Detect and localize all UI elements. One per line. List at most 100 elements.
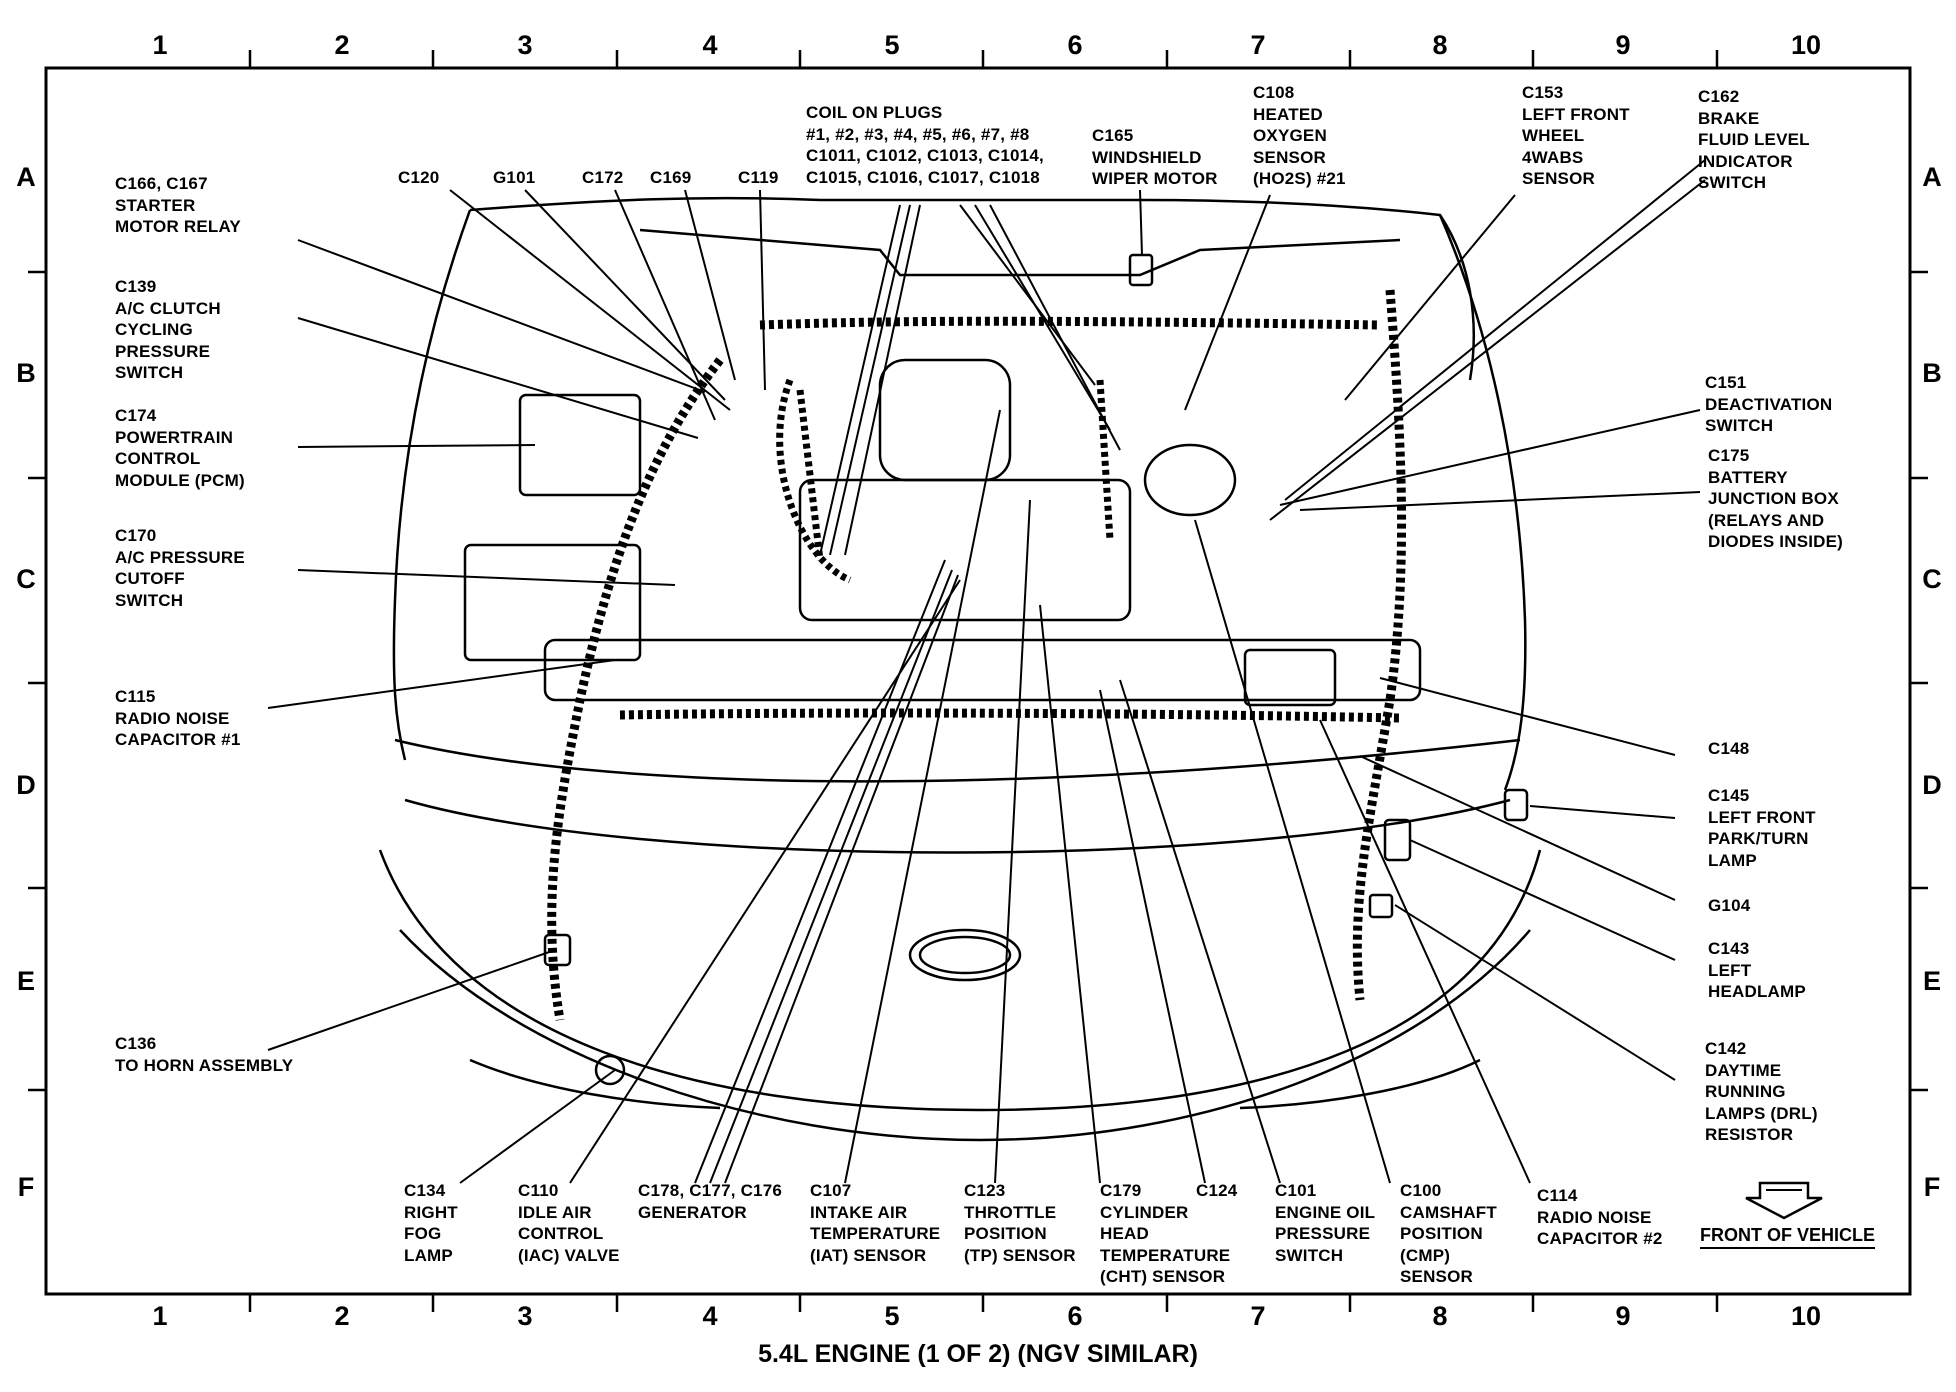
grid-column-top-6: 6 [1067,30,1083,60]
grid-column-bottom-6: 6 [1067,1301,1083,1331]
grid-row-right-C: C [1922,564,1942,594]
diagram-title: 5.4L ENGINE (1 OF 2) (NGV SIMILAR) [758,1340,1198,1368]
grid-column-top-2: 2 [334,30,350,60]
grid-column-top-9: 9 [1615,30,1631,60]
label-c165: C165 WINDSHIELD WIPER MOTOR [1092,126,1218,188]
junction-box [1243,648,1337,707]
label-c172: C172 [582,168,624,187]
label-c170: C170 A/C PRESSURE CUTOFF SWITCH [115,526,245,610]
engine-block [798,478,1132,622]
grid-column-bottom-4: 4 [702,1301,718,1331]
label-c169: C169 [650,168,692,187]
grille-top [394,738,1521,783]
label-g101: G101 [493,168,536,187]
battery-box [463,543,642,662]
leader-lines [267,159,1706,1184]
grid-row-left-D: D [16,770,36,800]
pcm-box [518,393,642,497]
label-c174: C174 POWERTRAIN CONTROL MODULE (PCM) [115,406,245,490]
label-c153: C153 LEFT FRONT WHEEL 4WABS SENSOR [1522,83,1630,188]
grid-row-right-D: D [1922,770,1942,800]
label-c175: C175 BATTERY JUNCTION BOX (RELAYS AND DI… [1708,446,1844,551]
grid-column-top-8: 8 [1432,30,1448,60]
harness-left [547,357,724,1021]
grid-column-top-1: 1 [152,30,168,60]
harness-center [776,378,852,584]
diagram-border [44,66,1912,1296]
horn-connector [543,933,572,967]
label-c139: C139 A/C CLUTCH CYCLING PRESSURE SWITCH [115,277,221,382]
label-c134: C134 RIGHT FOG LAMP [404,1181,458,1265]
brake-reservoir [1143,443,1237,517]
label-c101: C101 ENGINE OIL PRESSURE SWITCH [1275,1181,1376,1265]
front-of-vehicle-arrow-icon [1745,1181,1823,1220]
label-c178: C178, C177, C176 GENERATOR [638,1181,783,1222]
grid-column-top-10: 10 [1790,30,1822,60]
grid-column-bottom-3: 3 [517,1301,533,1331]
label-c108: C108 HEATED OXYGEN SENSOR (HO2S) #21 [1253,83,1346,188]
headlamp-left [1383,818,1412,862]
drl-resistor [1368,893,1394,919]
label-coil-on-plugs: COIL ON PLUGS #1, #2, #3, #4, #5, #6, #7… [806,103,1044,187]
grid-row-right-F: F [1923,1172,1941,1202]
grid-row-left-F: F [17,1172,35,1202]
label-c123: C123 THROTTLE POSITION (TP) SENSOR [964,1181,1076,1265]
label-c166: C166, C167 STARTER MOTOR RELAY [115,174,241,236]
grid-row-left-C: C [16,564,36,594]
label-c148: C148 [1708,739,1750,758]
label-c114: C114 RADIO NOISE CAPACITOR #2 [1537,1186,1663,1248]
grid-row-left-B: B [16,358,36,388]
grid-column-bottom-2: 2 [334,1301,350,1331]
grid-row-left-E: E [16,966,35,996]
label-g104: G104 [1708,896,1751,915]
bumper [378,849,1542,1112]
grid-column-top-5: 5 [884,30,900,60]
grille-mid [404,798,1511,854]
grid-column-bottom-8: 8 [1432,1301,1448,1331]
fog-recess-right [1239,1058,1481,1110]
label-c162: C162 BRAKE FLUID LEVEL INDICATOR SWITCH [1698,87,1810,192]
grid-column-bottom-1: 1 [152,1301,168,1331]
label-c179: C179 CYLINDER HEAD TEMPERATURE (CHT) SEN… [1100,1181,1231,1286]
grid-row-right-E: E [1922,966,1941,996]
label-c120: C120 [398,168,440,187]
bumper-lower [399,929,1531,1142]
grid-ticks [28,50,1928,1312]
grid-row-left-A: A [16,162,36,192]
harness-coils [796,379,1114,561]
harness-front [619,708,1401,723]
grid-column-top-7: 7 [1250,30,1266,60]
label-c151: C151 DEACTIVATION SWITCH [1705,373,1833,435]
label-c115: C115 RADIO NOISE CAPACITOR #1 [115,687,241,749]
harness-top [759,316,1381,330]
label-c107: C107 INTAKE AIR TEMPERATURE (IAT) SENSOR [810,1181,941,1265]
grid-row-right-B: B [1922,358,1942,388]
grid-row-right-A: A [1922,162,1942,192]
wiper-connector [1128,253,1154,287]
park-lamp-left [1503,788,1529,822]
label-c145: C145 LEFT FRONT PARK/TURN LAMP [1708,786,1816,870]
fog-lamp-right [594,1054,626,1086]
ford-oval [908,928,1022,982]
label-c110: C110 IDLE AIR CONTROL (IAC) VALVE [518,1181,620,1265]
label-c119: C119 [738,168,779,187]
fog-recess-left [469,1058,721,1110]
grid-column-top-3: 3 [517,30,533,60]
engine-illustration [378,196,1542,1142]
grid-column-bottom-7: 7 [1250,1301,1266,1331]
front-of-vehicle-label: FRONT OF VEHICLE [1700,1225,1875,1249]
label-c124: C124 [1196,1181,1238,1200]
label-c136: C136 TO HORN ASSEMBLY [115,1034,294,1075]
grid-column-bottom-9: 9 [1615,1301,1631,1331]
grid-column-bottom-10: 10 [1790,1301,1822,1331]
hood-outline [469,196,1475,381]
harness-right [1352,289,1407,1001]
right-fender [1438,214,1527,791]
label-c142: C142 DAYTIME RUNNING LAMPS (DRL) RESISTO… [1705,1039,1818,1144]
label-c100: C100 CAMSHAFT POSITION (CMP) SENSOR [1400,1181,1497,1286]
grid-column-bottom-5: 5 [884,1301,900,1331]
left-fender [392,209,472,761]
grid-column-top-4: 4 [702,30,718,60]
label-c143: C143 LEFT HEADLAMP [1708,939,1806,1001]
